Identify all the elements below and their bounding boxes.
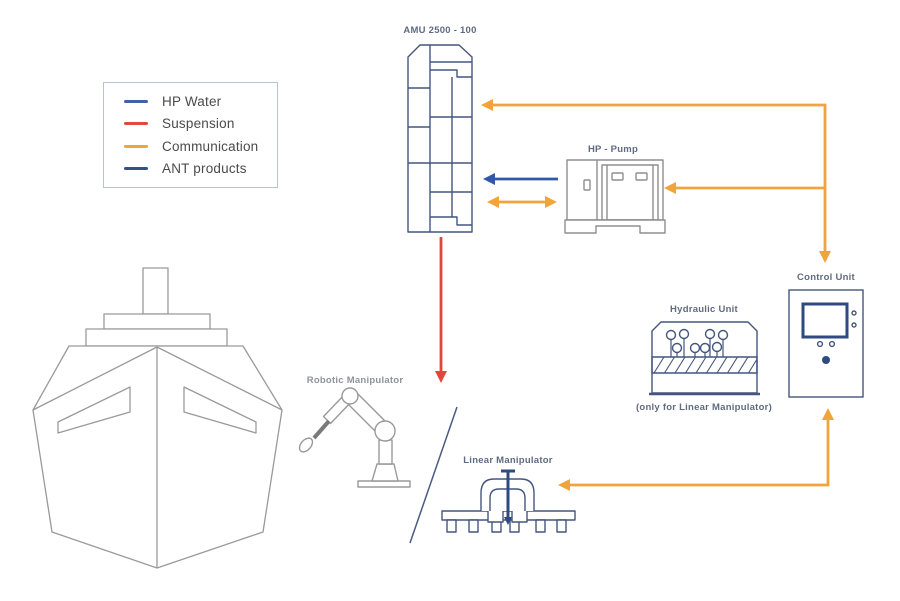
amu-label: AMU 2500 - 100 [403,25,477,36]
ship-icon [32,267,283,569]
hydraulic-unit-label: Hydraulic Unit [670,304,738,315]
communication-arrow-linear-control [558,408,834,491]
robotic-manipulator-icon [298,387,411,488]
linear-manipulator-label: Linear Manipulator [463,455,553,466]
divider-slash [409,406,458,544]
communication-line-swatch [124,144,148,148]
amu-tower-icon [407,44,473,233]
hp-water-line-swatch [124,100,148,104]
hp-pump-label: HP - Pump [587,144,639,155]
suspension-line-swatch [124,122,148,126]
legend-item-hp-water: HP Water [104,94,277,109]
legend-item-suspension: Suspension [104,116,277,131]
control-unit-label: Control Unit [797,272,855,283]
suspension-arrow [435,237,447,383]
communication-arrow-pump [664,182,825,194]
linear-manipulator-icon [441,469,576,533]
hydraulic-unit-caption: (only for Linear Manipulator) [635,402,773,413]
legend-label: ANT products [162,160,247,176]
robotic-manipulator-label: Robotic Manipulator [306,375,404,386]
communication-arrow-amu-control [481,99,831,263]
legend-label: Suspension [162,116,235,132]
hydraulic-unit-icon [649,321,760,396]
legend-item-communication: Communication [104,139,277,154]
control-unit-icon [788,289,864,398]
hp-pump-icon [564,159,666,234]
hp-water-arrow [483,173,558,185]
legend-item-ant-products: ANT products [104,161,277,176]
legend-label: Communication [162,138,259,154]
legend-label: HP Water [162,94,222,110]
communication-arrow-amu-pump [487,196,557,208]
ant-products-line-swatch [124,166,148,170]
legend: HP Water Suspension Communication ANT pr… [103,82,278,188]
